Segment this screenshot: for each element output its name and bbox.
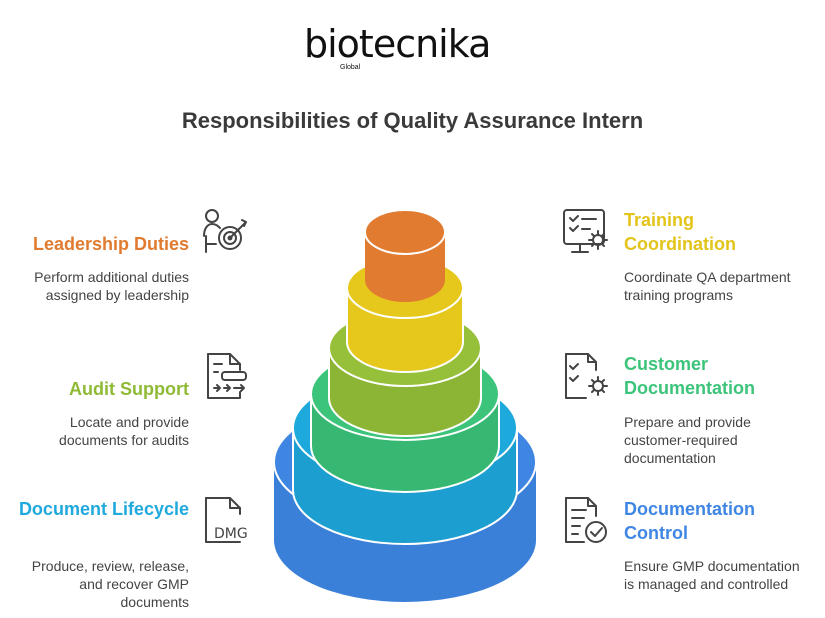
document-gear-icon [560, 350, 614, 404]
tiered-cylinder-pyramid [273, 209, 537, 602]
audit-support-heading: Audit Support [69, 379, 189, 399]
document-lifecycle-heading-text: Document Lifecycle [18, 499, 189, 519]
leadership-duties-description: Perform additional duties assigned by le… [34, 269, 189, 303]
training-coordination-description: Coordinate QA department training progra… [624, 269, 791, 303]
document-check-icon [560, 494, 614, 548]
document-lifecycle-description: Produce, review, release, and recover GM… [31, 558, 189, 610]
audit-support-description: Locate and provide documents for audits [59, 414, 189, 448]
target-person-icon [200, 206, 254, 260]
training-coordination-heading: Training Coordination [624, 210, 736, 254]
customer-documentation-description: Prepare and provide customer-required do… [624, 414, 751, 466]
svg-text:DMG: DMG [214, 526, 248, 542]
logo-subtext: Global [340, 64, 361, 71]
logo-text: biotecnika [304, 22, 491, 66]
document-lifecycle-heading: Document Lifecycle [14, 497, 189, 521]
leadership-duties-heading: Leadership Duties [32, 234, 189, 254]
documentation-control-heading: Documentation Control [624, 499, 756, 543]
document-arrows-icon [200, 350, 254, 404]
checklist-gear-icon [560, 206, 614, 260]
dmg-file-icon: DMG [200, 494, 254, 548]
tier-leadership-duties [364, 209, 446, 302]
logo: biotecnika Global [300, 14, 530, 84]
customer-documentation-heading: Customer Documentation [624, 354, 756, 398]
documentation-control-description: Ensure GMP documentation is managed and … [624, 558, 800, 592]
page-title: Responsibilities of Quality Assurance In… [181, 108, 644, 133]
